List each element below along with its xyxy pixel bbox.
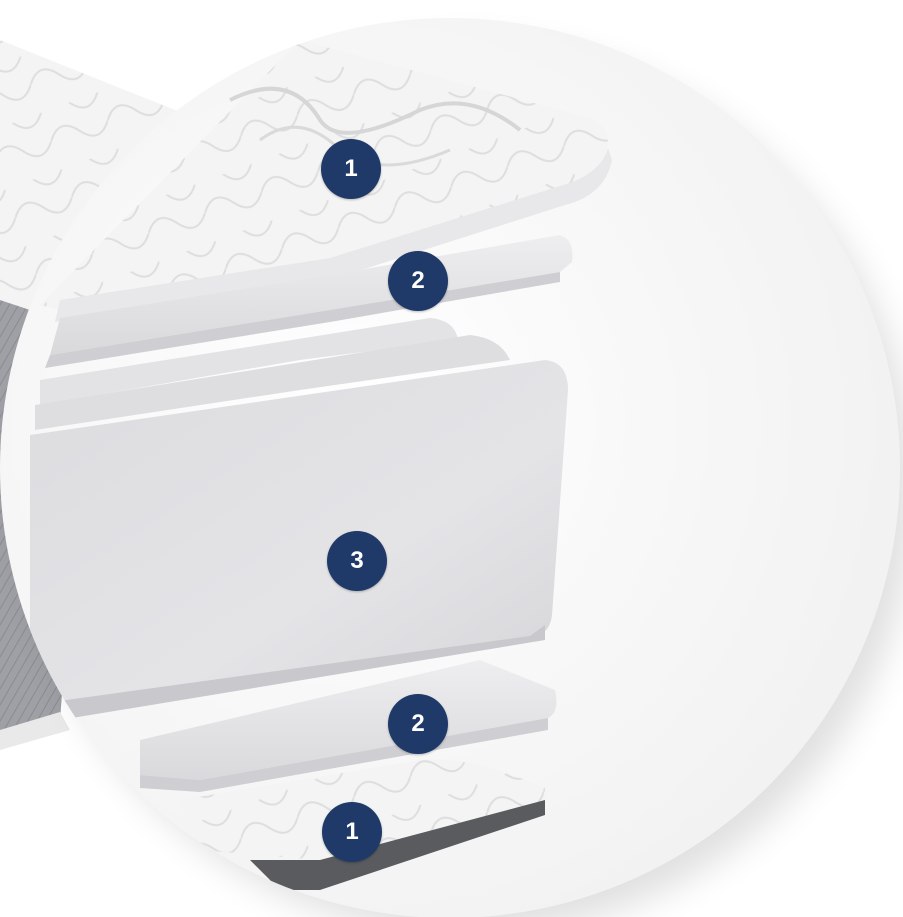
layer-badge-1-top: 1 xyxy=(321,139,381,199)
layer-badge-3-core: 3 xyxy=(327,531,387,591)
layer-badge-1-bottom: 1 xyxy=(322,802,382,862)
layer-badge-2-upper: 2 xyxy=(388,251,448,311)
layer-badge-2-lower: 2 xyxy=(388,694,448,754)
